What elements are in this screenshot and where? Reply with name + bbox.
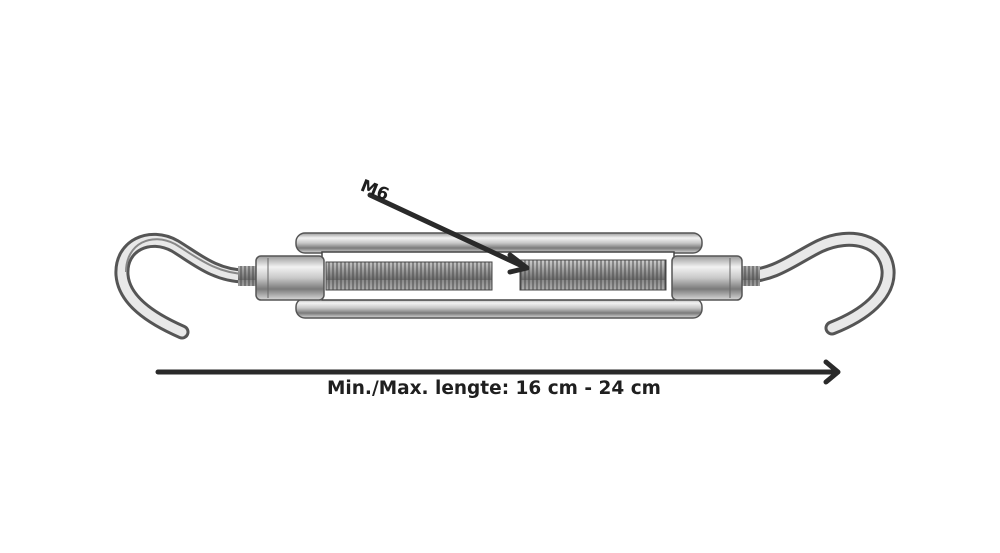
turnbuckle-body (255, 232, 743, 319)
length-arrow (155, 359, 841, 385)
left-hook (114, 232, 256, 340)
length-range-label: Min./Max. lengte: 16 cm - 24 cm (327, 378, 661, 399)
m6-pointer-arrow (367, 192, 530, 275)
right-hook (737, 231, 896, 336)
